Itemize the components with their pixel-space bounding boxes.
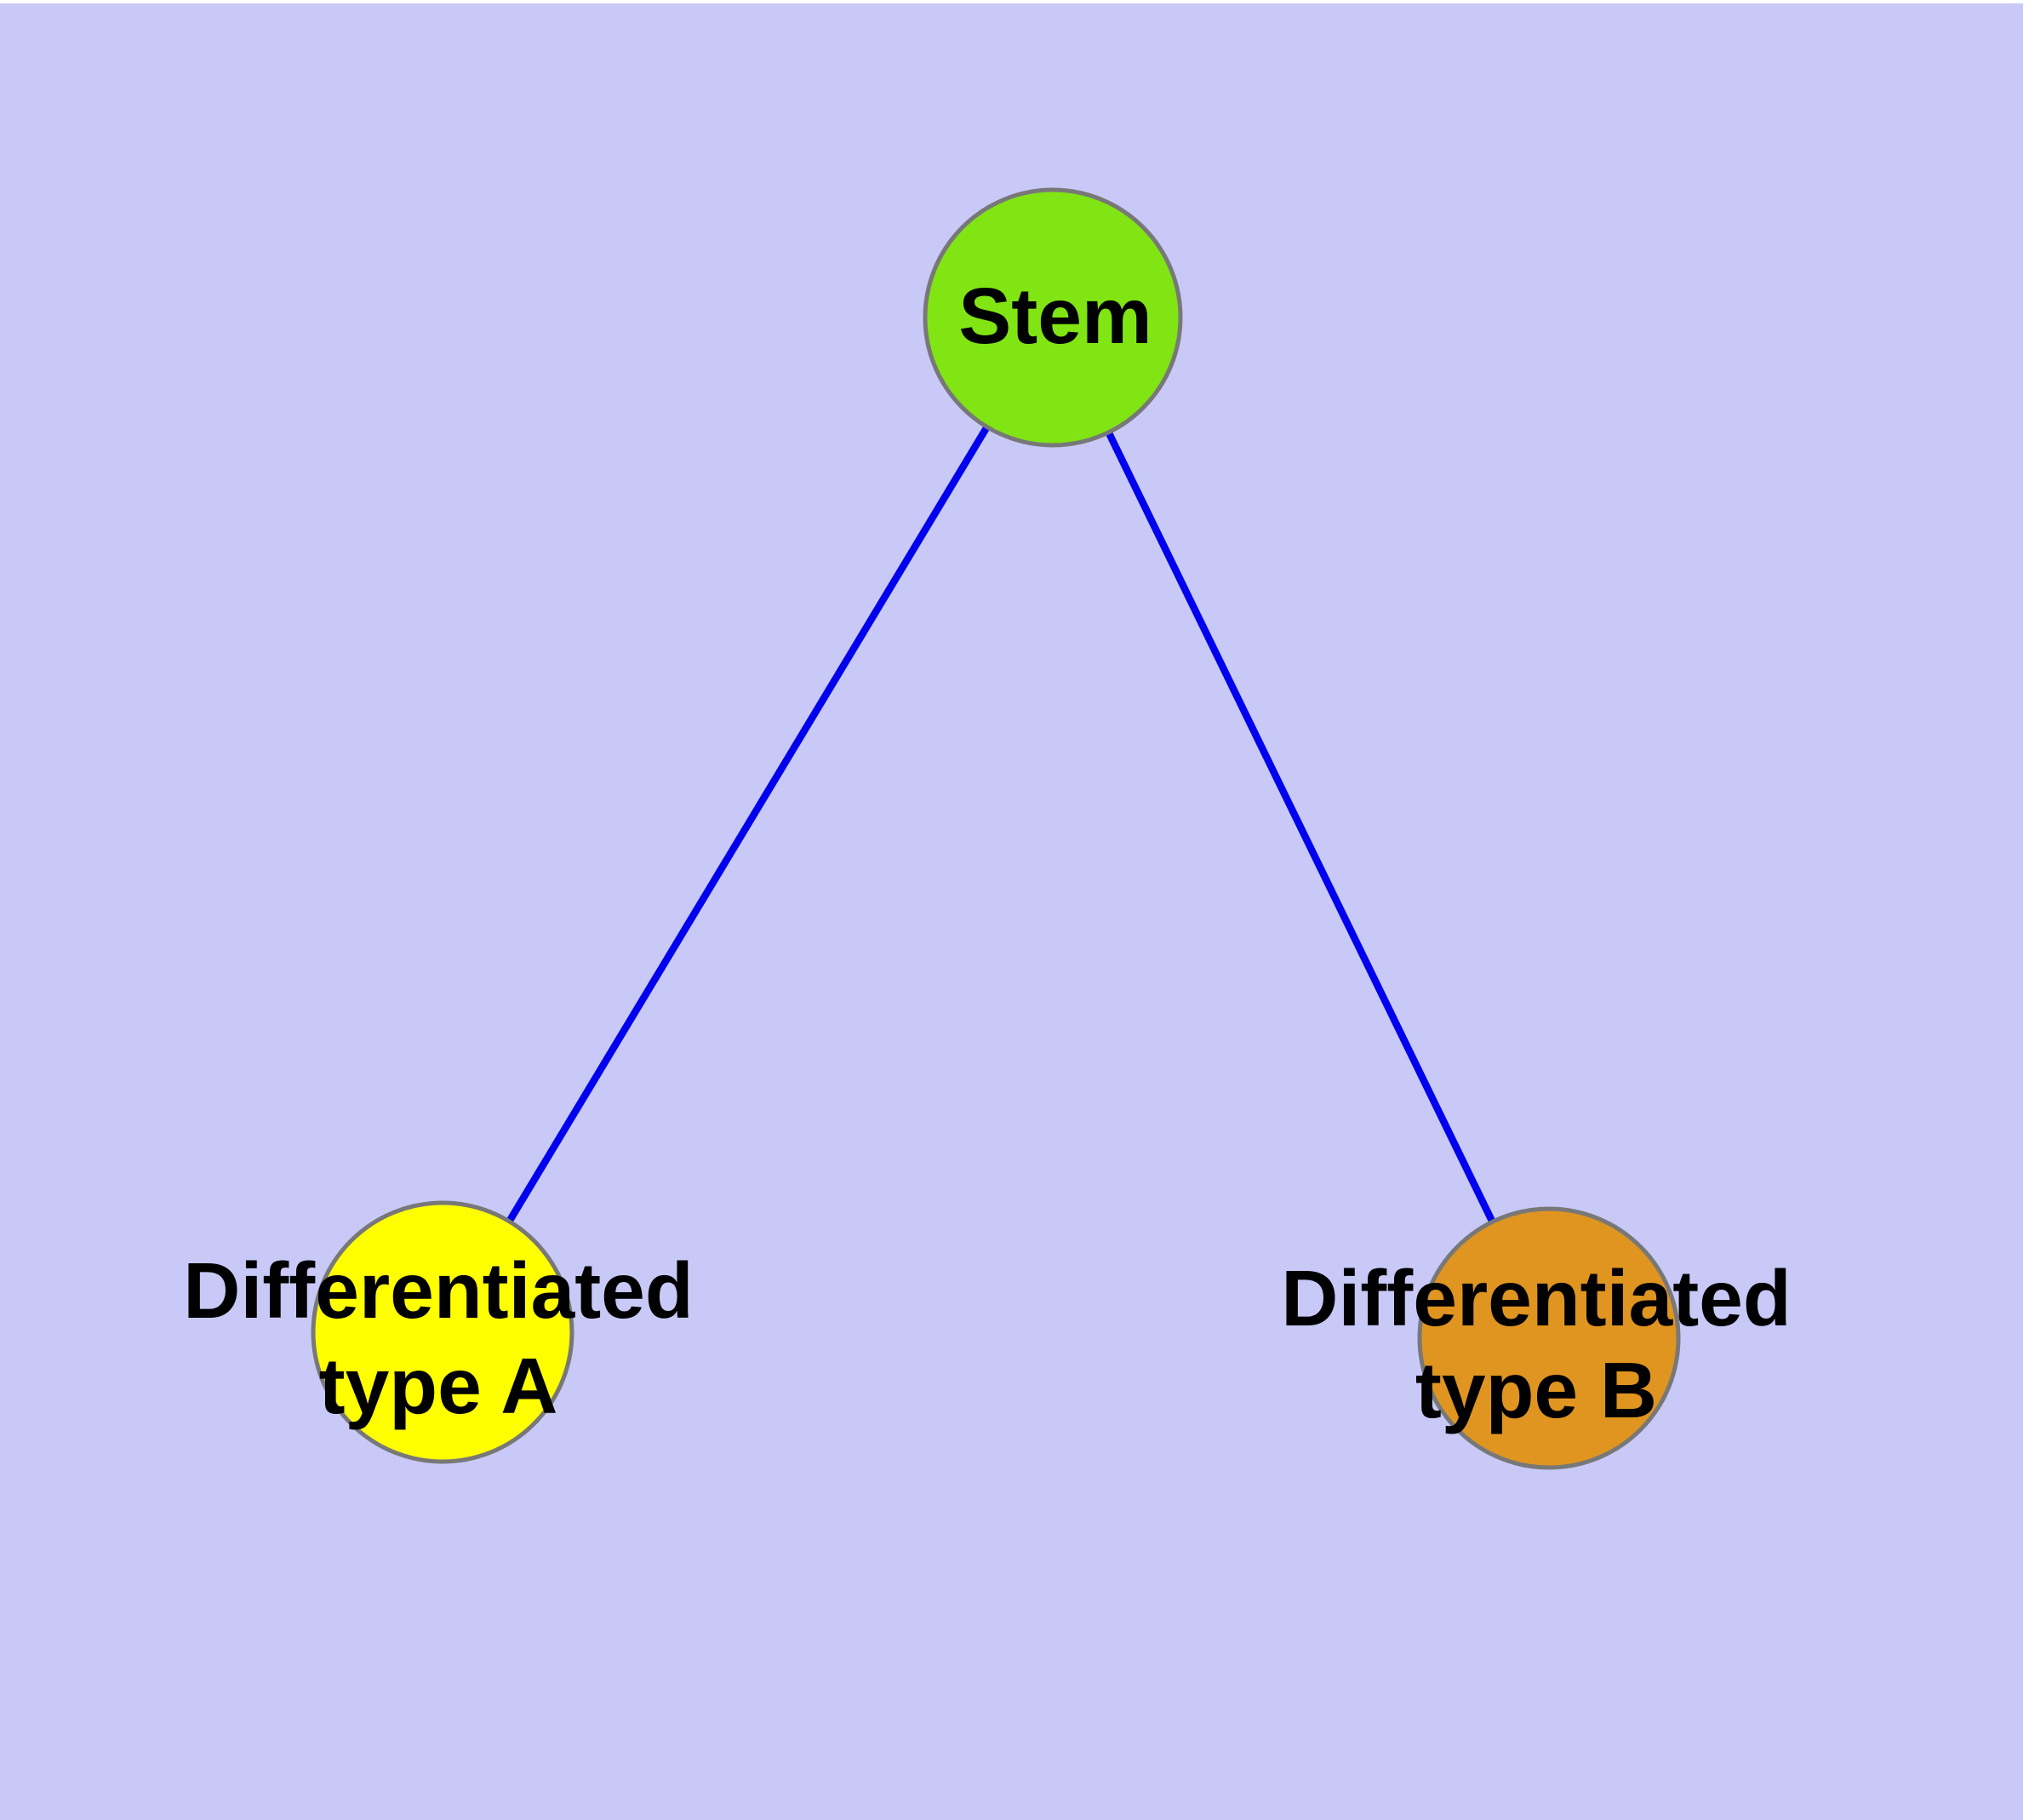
node-type-b-label-line2: type B [1415,1346,1657,1434]
edge-stem-to-type-b [1049,316,1552,1340]
node-stem [923,187,1183,448]
node-type-b-label-line1: Differentiated [1281,1254,1791,1342]
node-differentiated-type-b [1417,1206,1681,1470]
node-stem-label: Stem [958,272,1152,360]
node-type-a-label-line1: Differentiated [183,1246,693,1335]
edge-stem-to-type-a [439,315,1056,1335]
node-type-a-label-line2: type A [319,1342,558,1430]
node-differentiated-type-a [311,1200,574,1464]
